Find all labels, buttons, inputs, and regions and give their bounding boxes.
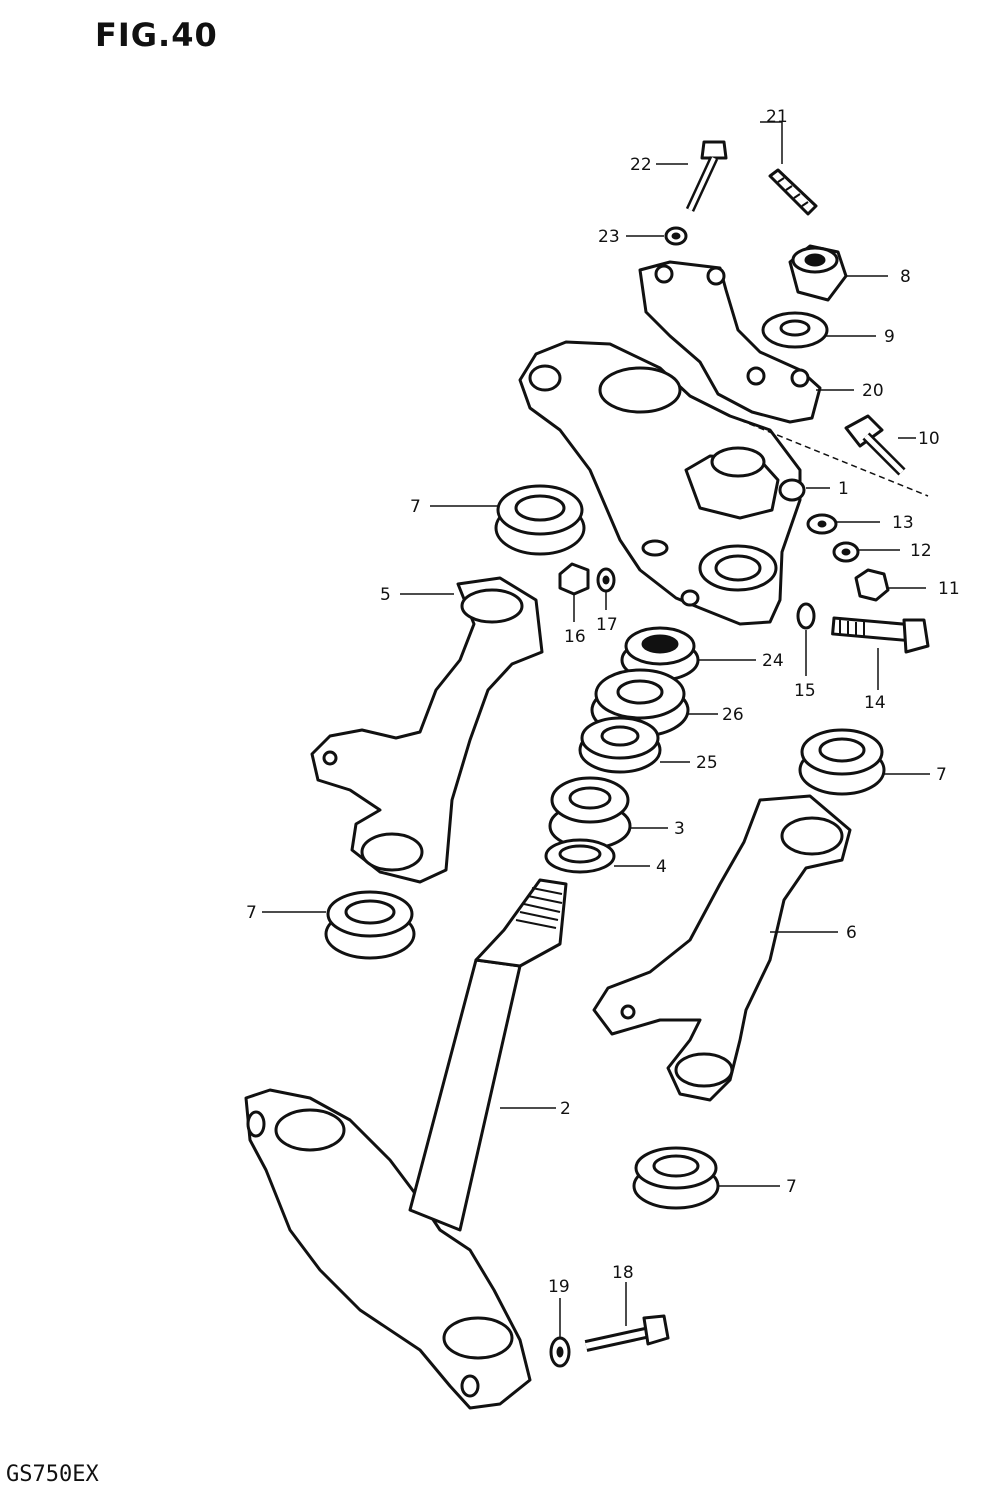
part-19-washer	[549, 1336, 571, 1368]
part-23-nut	[664, 226, 688, 246]
callout-25: 25	[696, 753, 718, 773]
callout-17: 17	[596, 615, 618, 635]
part-7-seal-upper-left	[494, 484, 586, 556]
part-5-left-bracket	[310, 576, 544, 884]
part-4-seal	[544, 838, 616, 874]
callout-24: 24	[762, 651, 784, 671]
callout-7-upper-left: 7	[410, 497, 421, 517]
part-2-steering-stem	[244, 878, 568, 1410]
part-21-strip	[768, 168, 818, 216]
part-20-handlebar-clamp	[638, 260, 822, 424]
part-6-right-bracket	[592, 794, 852, 1102]
callout-14: 14	[864, 693, 886, 713]
callout-7-lower-right: 7	[786, 1177, 797, 1197]
callout-7-upper-right: 7	[936, 765, 947, 785]
callout-22: 22	[630, 155, 652, 175]
part-13-washer	[806, 513, 838, 535]
part-3-bearing	[548, 776, 632, 850]
callout-13: 13	[892, 513, 914, 533]
part-8-stem-nut	[788, 244, 848, 302]
callout-12: 12	[910, 541, 932, 561]
part-7-seal-upper-right	[798, 728, 886, 796]
part-1-upper-bracket	[518, 340, 806, 626]
part-7-seal-lower-left	[324, 890, 416, 960]
callout-26: 26	[722, 705, 744, 725]
part-14-bolt	[831, 616, 930, 654]
model-code: GS750EX	[6, 1462, 99, 1487]
leader-lines	[262, 121, 930, 1338]
callout-20: 20	[862, 381, 884, 401]
part-15-washer	[796, 602, 816, 630]
callout-2: 2	[560, 1099, 571, 1119]
part-9-washer	[761, 311, 829, 349]
part-18-bolt	[584, 1314, 670, 1352]
callout-23: 23	[598, 227, 620, 247]
callout-21: 21	[766, 107, 788, 127]
callout-16: 16	[564, 627, 586, 647]
callout-9: 9	[884, 327, 895, 347]
callout-19: 19	[548, 1277, 570, 1297]
part-10-bolt	[844, 414, 906, 476]
part-25-seal	[578, 716, 662, 774]
part-22-bolt	[685, 140, 728, 212]
callout-5: 5	[380, 585, 391, 605]
callout-8: 8	[900, 267, 911, 287]
callout-15: 15	[794, 681, 816, 701]
callout-1: 1	[838, 479, 849, 499]
part-16-cap-nut	[558, 562, 590, 596]
callout-10: 10	[918, 429, 940, 449]
callout-18: 18	[612, 1263, 634, 1283]
callout-3: 3	[674, 819, 685, 839]
callout-6: 6	[846, 923, 857, 943]
callout-11: 11	[938, 579, 960, 599]
part-12-lock-washer	[832, 541, 860, 563]
part-17-washer	[596, 567, 616, 593]
part-11-cap-nut	[854, 568, 890, 602]
callout-7-lower-left: 7	[246, 903, 257, 923]
figure-title: FIG.40	[95, 16, 218, 54]
callout-4: 4	[656, 857, 667, 877]
part-7-seal-lower-right	[632, 1146, 720, 1210]
callout-labels: 21 22 23 8 9 20 10 1 13 12 11 14 15 16 1…	[246, 107, 960, 1297]
